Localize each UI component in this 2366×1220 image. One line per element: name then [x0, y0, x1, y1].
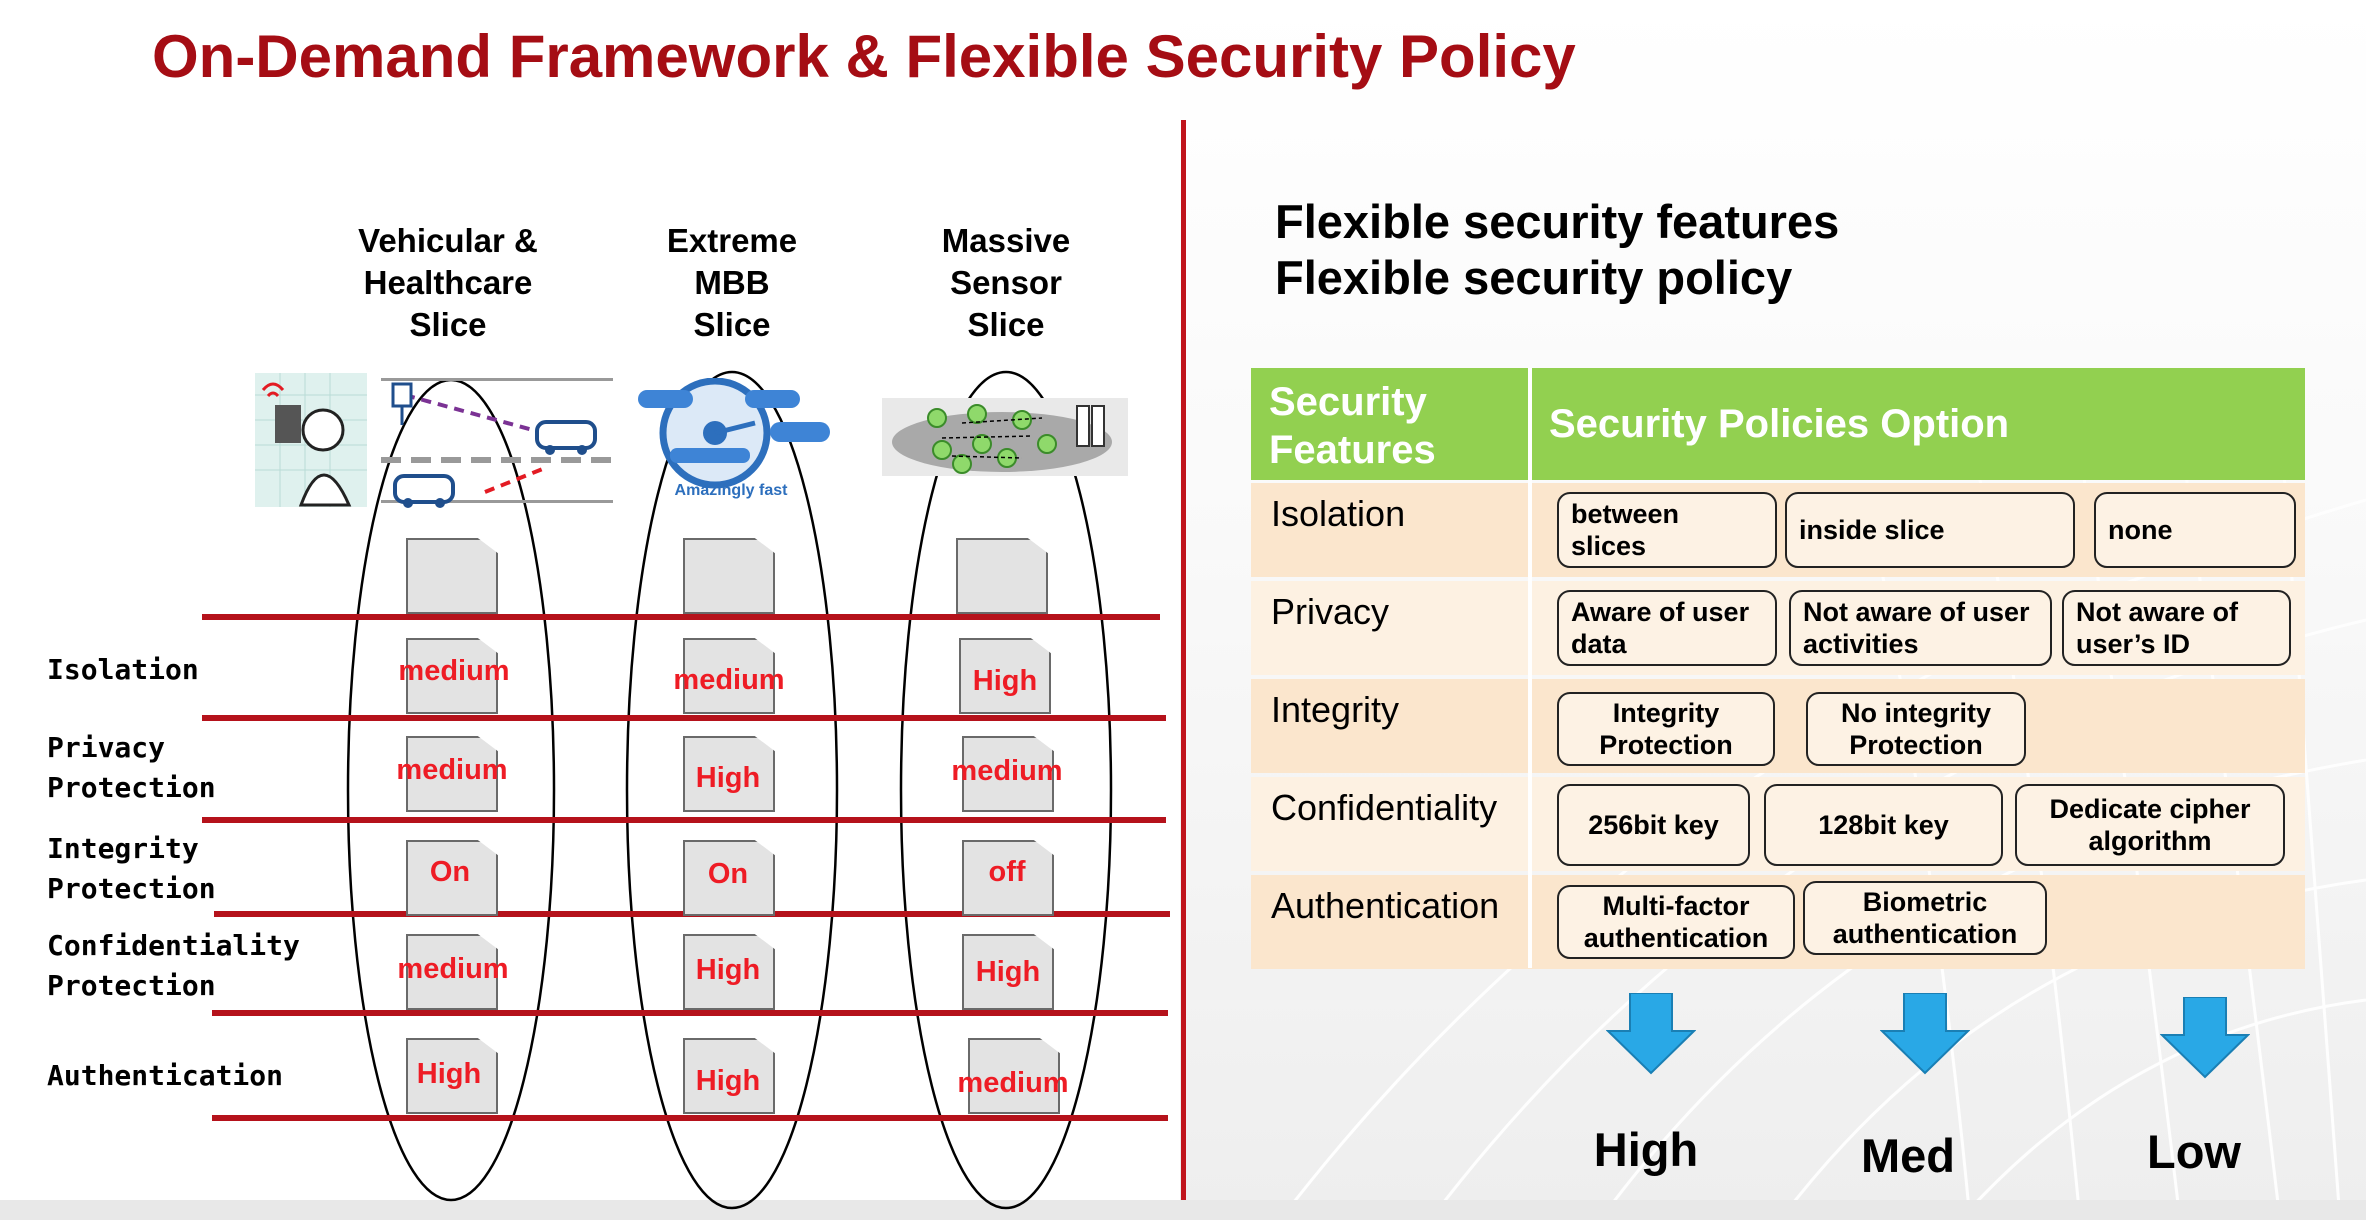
policy-option: Dedicate cipher algorithm	[2015, 784, 2285, 866]
policy-option: 256bit key	[1557, 784, 1750, 866]
header-policies-option: Security Policies Option	[1549, 402, 2010, 446]
level-value: On	[429, 856, 471, 888]
level-box	[962, 934, 1054, 1010]
page-title: On-Demand Framework & Flexible Security …	[152, 23, 1576, 90]
policy-option: Multi-factor authentication	[1557, 885, 1795, 959]
table-row: Authentication Multi-factor authenticati…	[1251, 875, 2305, 969]
slice-title-sensor: Massive Sensor Slice	[941, 222, 1071, 343]
level-value: High	[972, 665, 1038, 697]
level-box	[683, 840, 775, 916]
svg-text:Amazingly fast: Amazingly fast	[675, 482, 789, 499]
row-label-integrity: Integrity Protection	[47, 832, 216, 905]
column-separator	[1528, 368, 1532, 968]
row-label-authentication: Authentication	[47, 1059, 284, 1092]
table-row: Integrity Integrity Protection No integr…	[1251, 679, 2305, 773]
feature-label: Integrity	[1271, 689, 1400, 730]
down-arrow-icon	[2160, 997, 2250, 1079]
footer-band	[0, 1200, 2366, 1220]
heading-policy: Flexible security policy	[1275, 251, 1793, 304]
row-divider	[202, 715, 1166, 721]
policy-option: No integrity Protection	[1806, 692, 2026, 766]
table-row: Isolation between slices inside slice no…	[1251, 483, 2305, 577]
level-box	[683, 638, 775, 714]
slice-ellipse-sensor	[899, 370, 1113, 1210]
slice-title-mbb: Extreme MBB Slice	[666, 222, 798, 343]
heading-features: Flexible security features	[1275, 195, 1840, 248]
slice-ellipse-mbb	[625, 370, 839, 1210]
header-security-features: Security Features	[1269, 380, 1436, 472]
policy-option: Aware of user data	[1557, 590, 1777, 666]
down-arrow-icon	[1606, 993, 1696, 1075]
level-value: High	[695, 762, 761, 794]
policy-option: 128bit key	[1764, 784, 2003, 866]
level-box	[683, 1038, 775, 1114]
row-divider	[202, 817, 1166, 823]
slice-header-box	[683, 538, 775, 614]
feature-label: Privacy	[1271, 591, 1390, 632]
level-value: medium	[957, 1067, 1069, 1099]
level-value: On	[707, 858, 749, 890]
policy-option: Not aware of user’s ID	[2062, 590, 2291, 666]
level-box	[406, 736, 498, 812]
level-value: off	[988, 856, 1026, 888]
row-label-confidentiality: Confidentiality Protection	[47, 929, 300, 1002]
level-value: medium	[398, 655, 510, 687]
level-box	[406, 1038, 498, 1114]
level-value: medium	[396, 754, 508, 786]
speed-gauge-icon: Amazingly fast	[638, 378, 830, 499]
table-row: Confidentiality 256bit key 128bit key De…	[1251, 777, 2305, 871]
table-row: Privacy Aware of user data Not aware of …	[1251, 581, 2305, 675]
row-label-privacy: Privacy Protection	[47, 731, 216, 804]
level-box	[683, 736, 775, 812]
policy-option: Not aware of user activities	[1789, 590, 2052, 666]
feature-label: Isolation	[1271, 493, 1406, 534]
level-value: High	[695, 954, 761, 986]
feature-label: Authentication	[1271, 885, 1500, 926]
level-high: High	[1593, 1123, 1699, 1176]
sensor-network-icon	[882, 398, 1128, 476]
level-box	[406, 638, 498, 714]
level-box	[406, 840, 498, 916]
level-value: medium	[951, 755, 1063, 787]
level-box	[959, 638, 1051, 714]
vertical-divider	[1181, 120, 1186, 1205]
doctor-and-vehicles-icon	[255, 373, 613, 508]
level-value: High	[975, 956, 1041, 988]
level-box	[968, 1038, 1060, 1114]
level-box	[962, 736, 1054, 812]
policy-option: Biometric authentication	[1803, 881, 2047, 955]
policy-option: between slices	[1557, 492, 1777, 568]
slice-header-box	[406, 538, 498, 614]
level-value: medium	[397, 953, 509, 985]
level-box	[683, 934, 775, 1010]
policy-option: inside slice	[1785, 492, 2075, 568]
row-divider	[202, 614, 1160, 620]
table-header: Security Features Security Policies Opti…	[1251, 368, 2305, 480]
level-box	[962, 840, 1054, 916]
level-value: High	[416, 1058, 482, 1090]
down-arrow-icon	[1880, 993, 1970, 1075]
row-label-isolation: Isolation	[47, 653, 199, 686]
level-low: Low	[2147, 1125, 2241, 1178]
row-divider	[212, 1115, 1168, 1121]
row-divider	[212, 1010, 1168, 1016]
slice-header-box	[956, 538, 1048, 614]
slice-ellipses	[346, 370, 1113, 1210]
slice-title-vehicular: Vehicular & Healthcare Slice	[358, 222, 538, 343]
level-value: High	[695, 1065, 761, 1097]
policy-option: none	[2094, 492, 2296, 568]
level-value: medium	[673, 664, 785, 696]
feature-label: Confidentiality	[1271, 787, 1498, 828]
policy-option: Integrity Protection	[1557, 692, 1775, 766]
level-med: Med	[1861, 1129, 1955, 1182]
level-box	[406, 934, 498, 1010]
